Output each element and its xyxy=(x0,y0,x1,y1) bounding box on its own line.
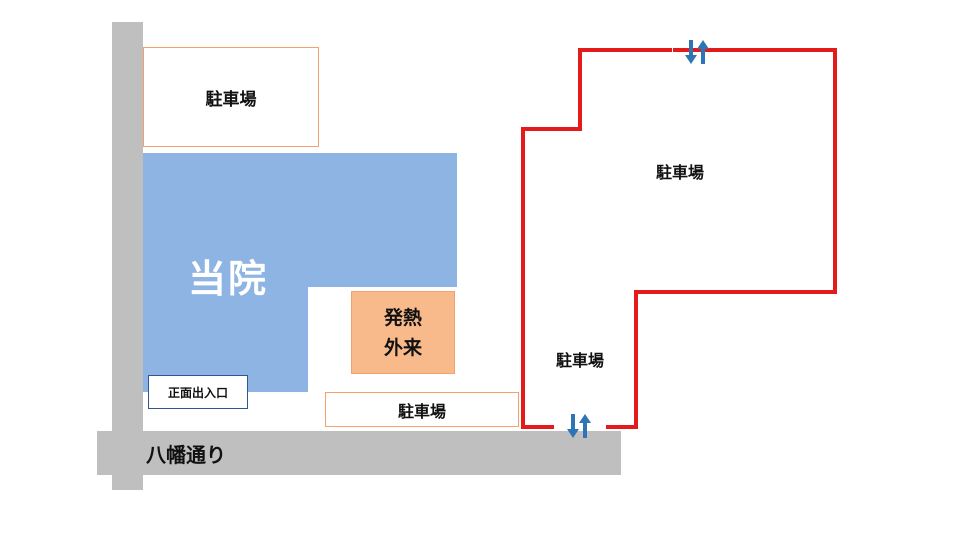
hospital-label: 当院 xyxy=(187,256,268,301)
main-road xyxy=(97,431,621,475)
fever-clinic: 発熱 外来 xyxy=(351,291,455,374)
parking-lot-top-left: 駐車場 xyxy=(143,47,319,147)
parking-lot-small: 駐車場 xyxy=(325,392,519,427)
main-entrance-label: 正面出入口 xyxy=(148,375,248,409)
fever-clinic-label-line2: 外来 xyxy=(383,336,422,359)
fever-clinic-label-line1: 発熱 xyxy=(383,306,422,329)
up-down-arrows-icon xyxy=(567,414,591,438)
up-down-arrows-icon xyxy=(685,40,709,64)
parking-lot-right-lower: 駐車場 xyxy=(555,351,604,370)
street-label: 八幡通り xyxy=(146,442,226,467)
hospital-building-top xyxy=(143,153,457,287)
hospital-building-left xyxy=(143,286,308,392)
side-road xyxy=(112,22,143,490)
parking-lot-right-upper: 駐車場 xyxy=(655,163,704,182)
